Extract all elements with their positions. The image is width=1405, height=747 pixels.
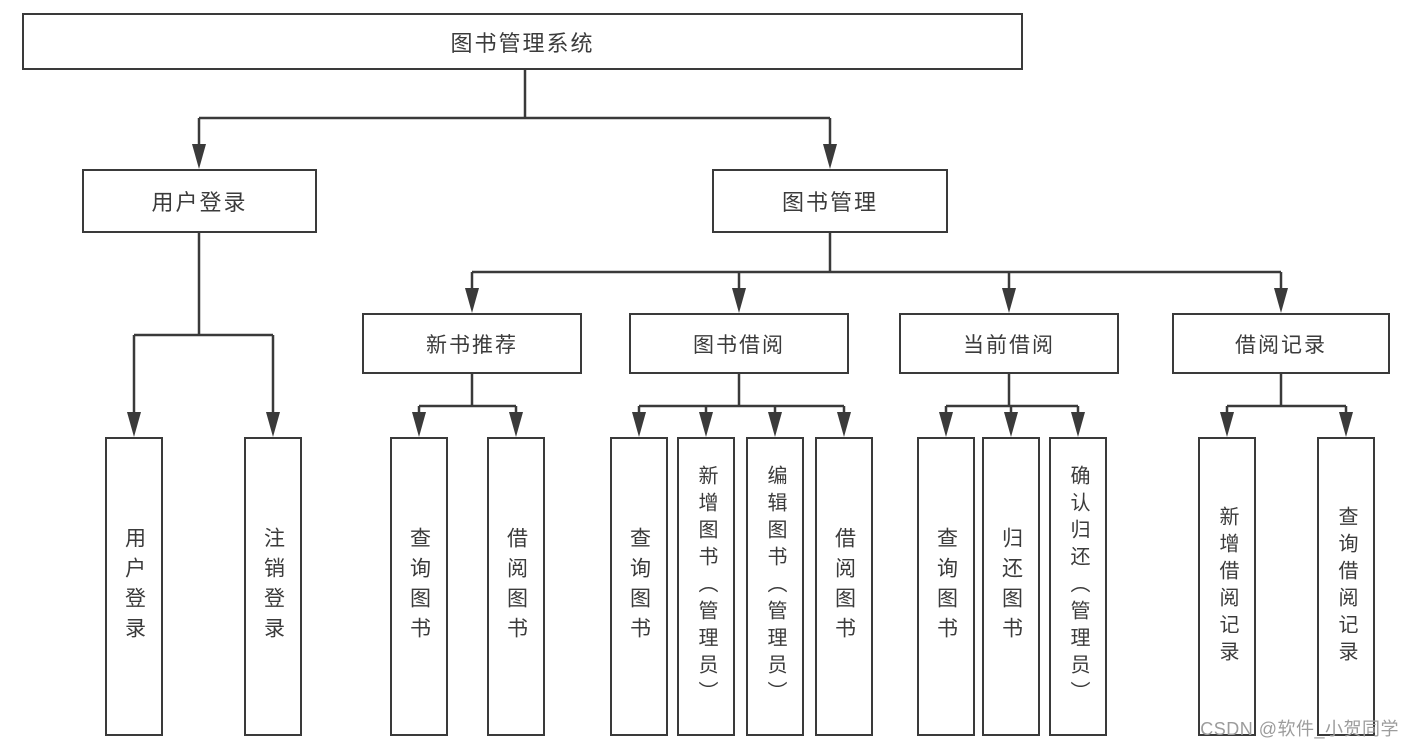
node-label: 查询图书 bbox=[934, 526, 958, 647]
node-label: 查询图书 bbox=[407, 526, 431, 647]
leaf-edit-book-admin: 编辑图书（管理员） bbox=[746, 437, 804, 736]
arrowhead-icon bbox=[1002, 288, 1016, 313]
node-label: 图书管理 bbox=[781, 190, 878, 215]
node-label: 用户登录 bbox=[151, 190, 248, 215]
leaf-borrow-book-under-recommend: 借阅图书 bbox=[487, 437, 545, 736]
arrowhead-icon bbox=[266, 412, 280, 437]
leaf-query-book-under-borrow: 查询图书 bbox=[610, 437, 668, 736]
node-label: 图书管理系统 bbox=[450, 30, 595, 56]
node-label: 借阅记录 bbox=[1235, 333, 1327, 357]
arrowhead-icon bbox=[1339, 412, 1353, 437]
arrowhead-icon bbox=[1071, 412, 1085, 437]
leaf-query-borrow-record: 查询借阅记录 bbox=[1317, 437, 1375, 736]
node-label: 编辑图书（管理员） bbox=[764, 465, 786, 708]
node-label: 归还图书 bbox=[999, 526, 1023, 647]
node-label: 当前借阅 bbox=[963, 333, 1055, 357]
node-label: 注销登录 bbox=[261, 526, 285, 647]
leaf-user-login: 用户登录 bbox=[105, 437, 163, 736]
connector-borrow-record-to-leaves bbox=[1220, 374, 1353, 437]
node-new-book-recommend: 新书推荐 bbox=[362, 313, 582, 374]
node-label: 查询借阅记录 bbox=[1335, 505, 1357, 668]
leaf-add-book-admin: 新增图书（管理员） bbox=[677, 437, 735, 736]
arrowhead-icon bbox=[127, 412, 141, 437]
connector-book-borrow-to-leaves bbox=[632, 374, 851, 437]
node-current-borrow: 当前借阅 bbox=[899, 313, 1119, 374]
arrowhead-icon bbox=[732, 288, 746, 313]
arrowhead-icon bbox=[939, 412, 953, 437]
leaf-query-book-under-current: 查询图书 bbox=[917, 437, 975, 736]
node-label: 新书推荐 bbox=[426, 333, 518, 357]
csdn-watermark: CSDN @软件_小贺同学 bbox=[1200, 719, 1399, 739]
connector-root-to-level2 bbox=[192, 70, 837, 169]
connector-user-login-to-leaves bbox=[127, 233, 280, 437]
connector-line bbox=[197, 70, 832, 146]
connector-new-book-recommend-to-leaves bbox=[412, 374, 523, 437]
leaf-query-book-under-recommend: 查询图书 bbox=[390, 437, 448, 736]
connector-line bbox=[417, 374, 518, 416]
leaf-confirm-return-admin: 确认归还（管理员） bbox=[1049, 437, 1107, 736]
node-borrow-record: 借阅记录 bbox=[1172, 313, 1390, 374]
node-label: 新增图书（管理员） bbox=[695, 465, 717, 708]
arrowhead-icon bbox=[823, 144, 837, 169]
node-book-borrow: 图书借阅 bbox=[629, 313, 849, 374]
node-label: 图书借阅 bbox=[693, 333, 785, 357]
arrowhead-icon bbox=[837, 412, 851, 437]
arrowhead-icon bbox=[1220, 412, 1234, 437]
node-label: 借阅图书 bbox=[832, 526, 856, 647]
node-book-management: 图书管理 bbox=[712, 169, 948, 233]
leaf-logout-login: 注销登录 bbox=[244, 437, 302, 736]
node-label: 确认归还（管理员） bbox=[1067, 465, 1089, 708]
node-user-login: 用户登录 bbox=[82, 169, 317, 233]
connector-line bbox=[944, 374, 1080, 416]
arrowhead-icon bbox=[465, 288, 479, 313]
node-label: 借阅图书 bbox=[504, 526, 528, 647]
connector-book-management-to-level3 bbox=[465, 233, 1288, 313]
arrowhead-icon bbox=[1274, 288, 1288, 313]
leaf-return-book: 归还图书 bbox=[982, 437, 1040, 736]
connector-line bbox=[1225, 374, 1348, 416]
arrowhead-icon bbox=[632, 412, 646, 437]
arrowhead-icon bbox=[1004, 412, 1018, 437]
node-root-library-management-system: 图书管理系统 bbox=[22, 13, 1023, 70]
connector-line bbox=[637, 374, 846, 416]
node-label: 用户登录 bbox=[122, 526, 146, 647]
arrowhead-icon bbox=[699, 412, 713, 437]
arrowhead-icon bbox=[412, 412, 426, 437]
leaf-add-borrow-record: 新增借阅记录 bbox=[1198, 437, 1256, 736]
connector-line bbox=[132, 233, 275, 416]
node-label: 新增借阅记录 bbox=[1216, 505, 1238, 668]
arrowhead-icon bbox=[509, 412, 523, 437]
arrowhead-icon bbox=[192, 144, 206, 169]
node-label: 查询图书 bbox=[627, 526, 651, 647]
connector-line bbox=[470, 233, 1283, 292]
connector-current-borrow-to-leaves bbox=[939, 374, 1085, 437]
arrowhead-icon bbox=[768, 412, 782, 437]
leaf-borrow-book-under-borrow: 借阅图书 bbox=[815, 437, 873, 736]
